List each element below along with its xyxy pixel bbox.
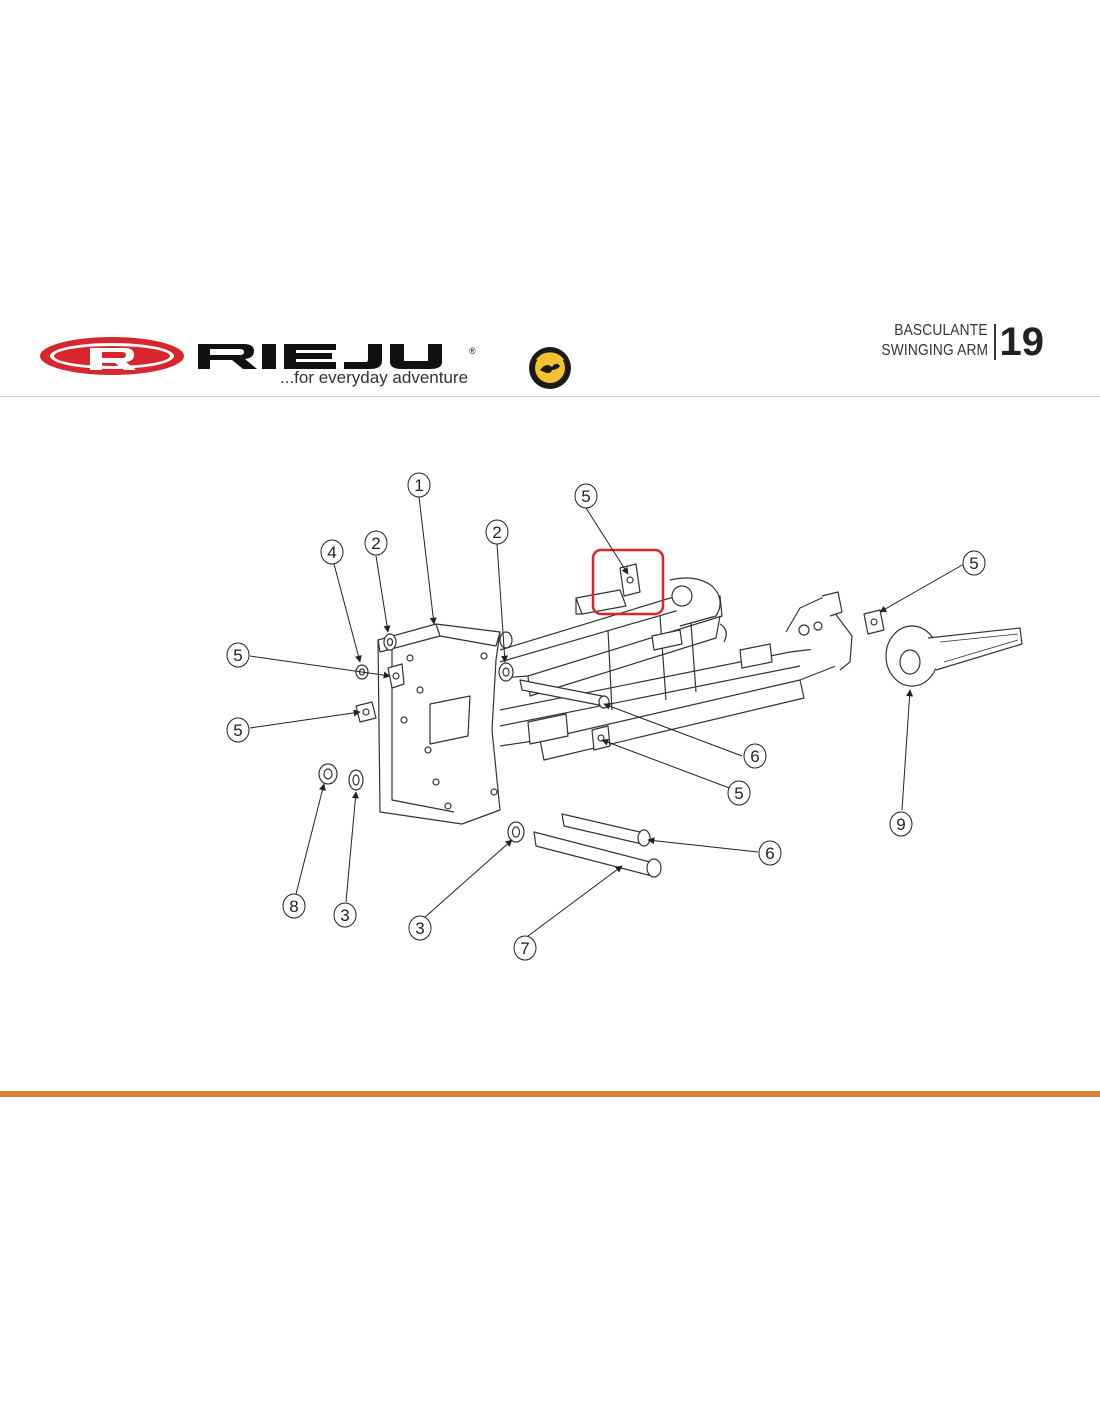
svg-text:6: 6 — [750, 747, 759, 766]
svg-text:5: 5 — [233, 721, 242, 740]
page-header: ® ...for everyday adventure BASCULANTE S… — [0, 320, 1100, 398]
svg-text:4: 4 — [327, 543, 336, 562]
callout-5: 5 — [226, 642, 250, 668]
callout-8: 8 — [282, 893, 306, 919]
callout-5: 5 — [574, 483, 598, 509]
callout-2: 2 — [485, 519, 509, 545]
footer-accent-bar — [0, 1091, 1100, 1097]
svg-text:5: 5 — [734, 784, 743, 803]
callout-2: 2 — [364, 530, 388, 556]
brand-tagline: ...for everyday adventure — [280, 368, 469, 387]
callout-1: 1 — [407, 472, 431, 498]
svg-text:3: 3 — [415, 919, 424, 938]
callout-labels: 1 2 2 3 3 4 5 5 5 5 5 6 6 7 8 9 — [226, 472, 986, 961]
svg-text:5: 5 — [581, 487, 590, 506]
svg-text:1: 1 — [414, 476, 423, 495]
leader-lines — [249, 496, 965, 937]
callout-6: 6 — [743, 743, 767, 769]
highlight-box — [591, 548, 665, 616]
registered-mark: ® — [469, 346, 476, 356]
section-title-english: SWINGING ARM — [881, 342, 988, 359]
svg-text:5: 5 — [969, 554, 978, 573]
callout-5: 5 — [962, 550, 986, 576]
header-divider — [0, 396, 1100, 397]
svg-text:3: 3 — [340, 906, 349, 925]
swing-arm-drawing — [318, 563, 1023, 878]
page-number: 19 — [999, 320, 1045, 364]
exploded-parts-diagram: 1 2 2 3 3 4 5 5 5 5 5 6 6 7 8 9 — [226, 472, 1023, 961]
callout-5: 5 — [727, 780, 751, 806]
callout-5: 5 — [226, 717, 250, 743]
svg-text:2: 2 — [371, 534, 380, 553]
callout-9: 9 — [889, 811, 913, 837]
title-divider — [994, 324, 996, 360]
callout-7: 7 — [513, 935, 537, 961]
callout-3: 3 — [333, 902, 357, 928]
callout-6: 6 — [758, 840, 782, 866]
callout-4: 4 — [320, 539, 344, 565]
svg-text:9: 9 — [896, 815, 905, 834]
duck-badge-icon — [529, 347, 571, 389]
svg-text:2: 2 — [492, 523, 501, 542]
svg-text:5: 5 — [233, 646, 242, 665]
svg-text:8: 8 — [289, 897, 298, 916]
rieju-logo: ® — [40, 337, 476, 375]
svg-text:6: 6 — [765, 844, 774, 863]
svg-text:7: 7 — [520, 939, 529, 958]
section-title-spanish: BASCULANTE — [894, 322, 988, 339]
callout-3: 3 — [408, 915, 432, 941]
